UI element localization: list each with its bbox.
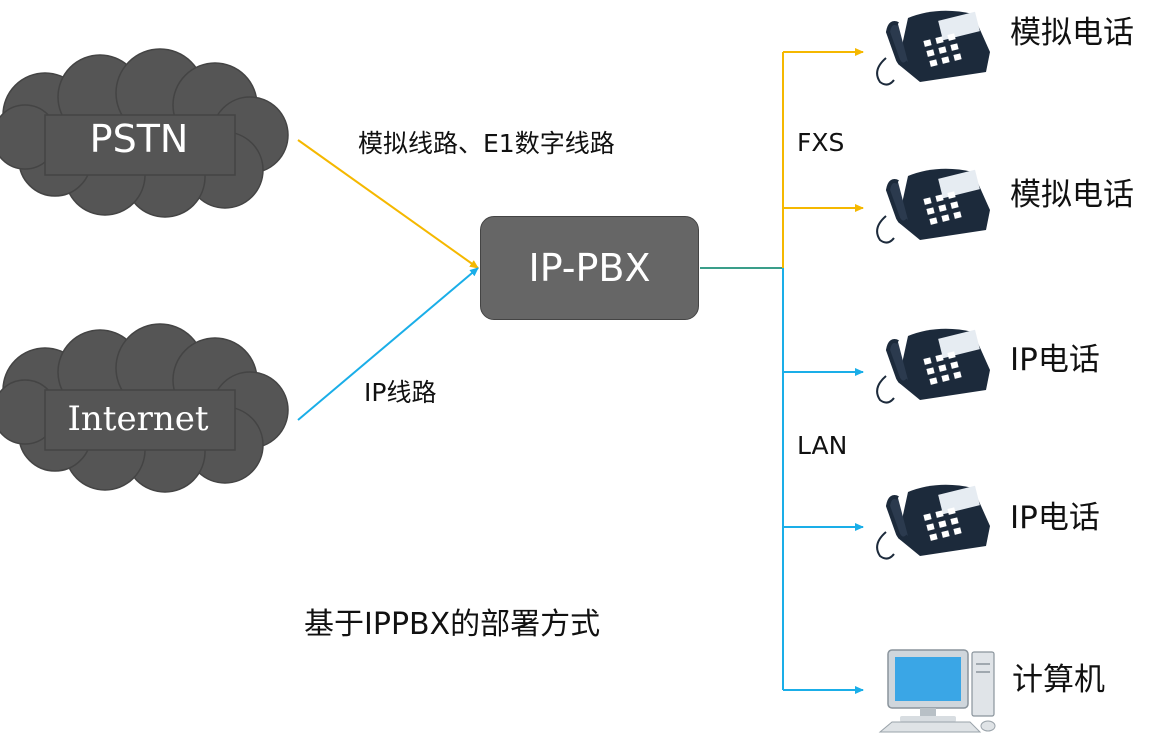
pstn-link-label: 模拟线路、E1数字线路 (358, 129, 615, 158)
ip-pbx-label: IP-PBX (528, 246, 651, 290)
ip-phone-1-label: IP电话 (1010, 342, 1100, 378)
diagram-caption: 基于IPPBX的部署方式 (304, 607, 601, 642)
computer-label: 计算机 (1012, 662, 1105, 698)
pstn-link-line (297, 139, 479, 269)
ip-phone-2-label: IP电话 (1010, 500, 1100, 536)
ip-phone-icon (875, 326, 992, 405)
computer-icon (878, 649, 996, 733)
ip-phone-icon (875, 482, 992, 561)
ip-pbx-node: IP-PBX (480, 216, 699, 320)
fxs-label: FXS (797, 128, 845, 157)
analog-phone-1-label: 模拟电话 (1010, 15, 1134, 51)
ip-link-line (297, 267, 479, 421)
ip-link-label: IP线路 (364, 378, 437, 407)
analog-phone-icon (875, 166, 992, 245)
lan-label: LAN (797, 431, 848, 460)
internet-label: Internet (67, 399, 209, 439)
analog-phone-2-label: 模拟电话 (1010, 177, 1134, 213)
pstn-label: PSTN (89, 117, 189, 161)
analog-phone-icon (875, 8, 992, 87)
